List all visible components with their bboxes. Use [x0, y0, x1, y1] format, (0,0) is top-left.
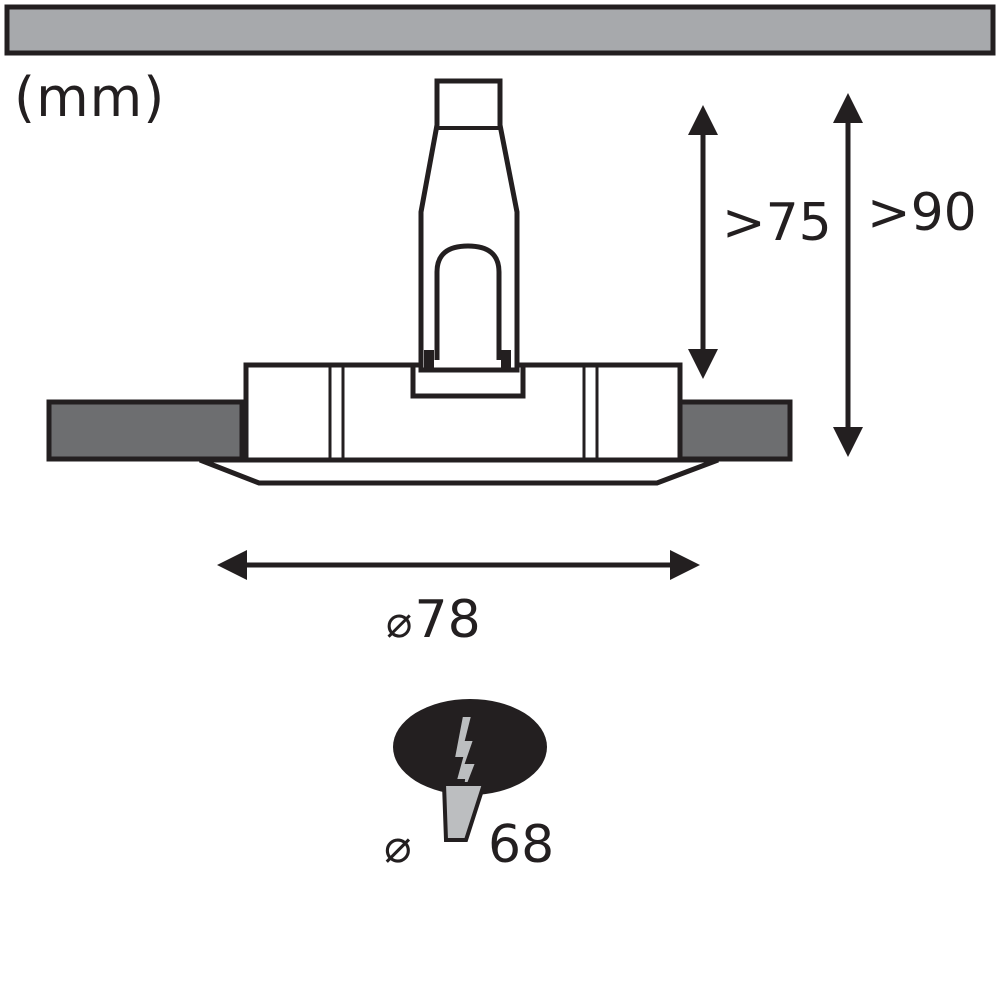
spring-clip-notch-left [424, 350, 434, 368]
ceiling-board-left [46, 399, 245, 462]
trim-ring [199, 457, 719, 486]
ceiling-bar [4, 4, 996, 56]
cutout-wedge [441, 782, 487, 842]
spring-clip-notch-right [501, 350, 511, 368]
cutout-diameter-symbol: ⌀ [384, 819, 412, 873]
spring-clip [418, 78, 520, 373]
lightning-icon [452, 715, 478, 800]
outer-diameter-value: 78 [415, 590, 481, 650]
spring-clip-window [434, 243, 502, 360]
ceiling-board-right [677, 399, 793, 462]
cutout-diameter-value: 68 [488, 815, 554, 875]
outer-diameter-label: ⌀78 [386, 590, 481, 650]
unit-label: (mm) [14, 66, 165, 129]
height-dimension-label: >90 [867, 183, 977, 243]
diameter-symbol: ⌀ [386, 597, 413, 648]
depth-dimension-label: >75 [722, 193, 832, 253]
